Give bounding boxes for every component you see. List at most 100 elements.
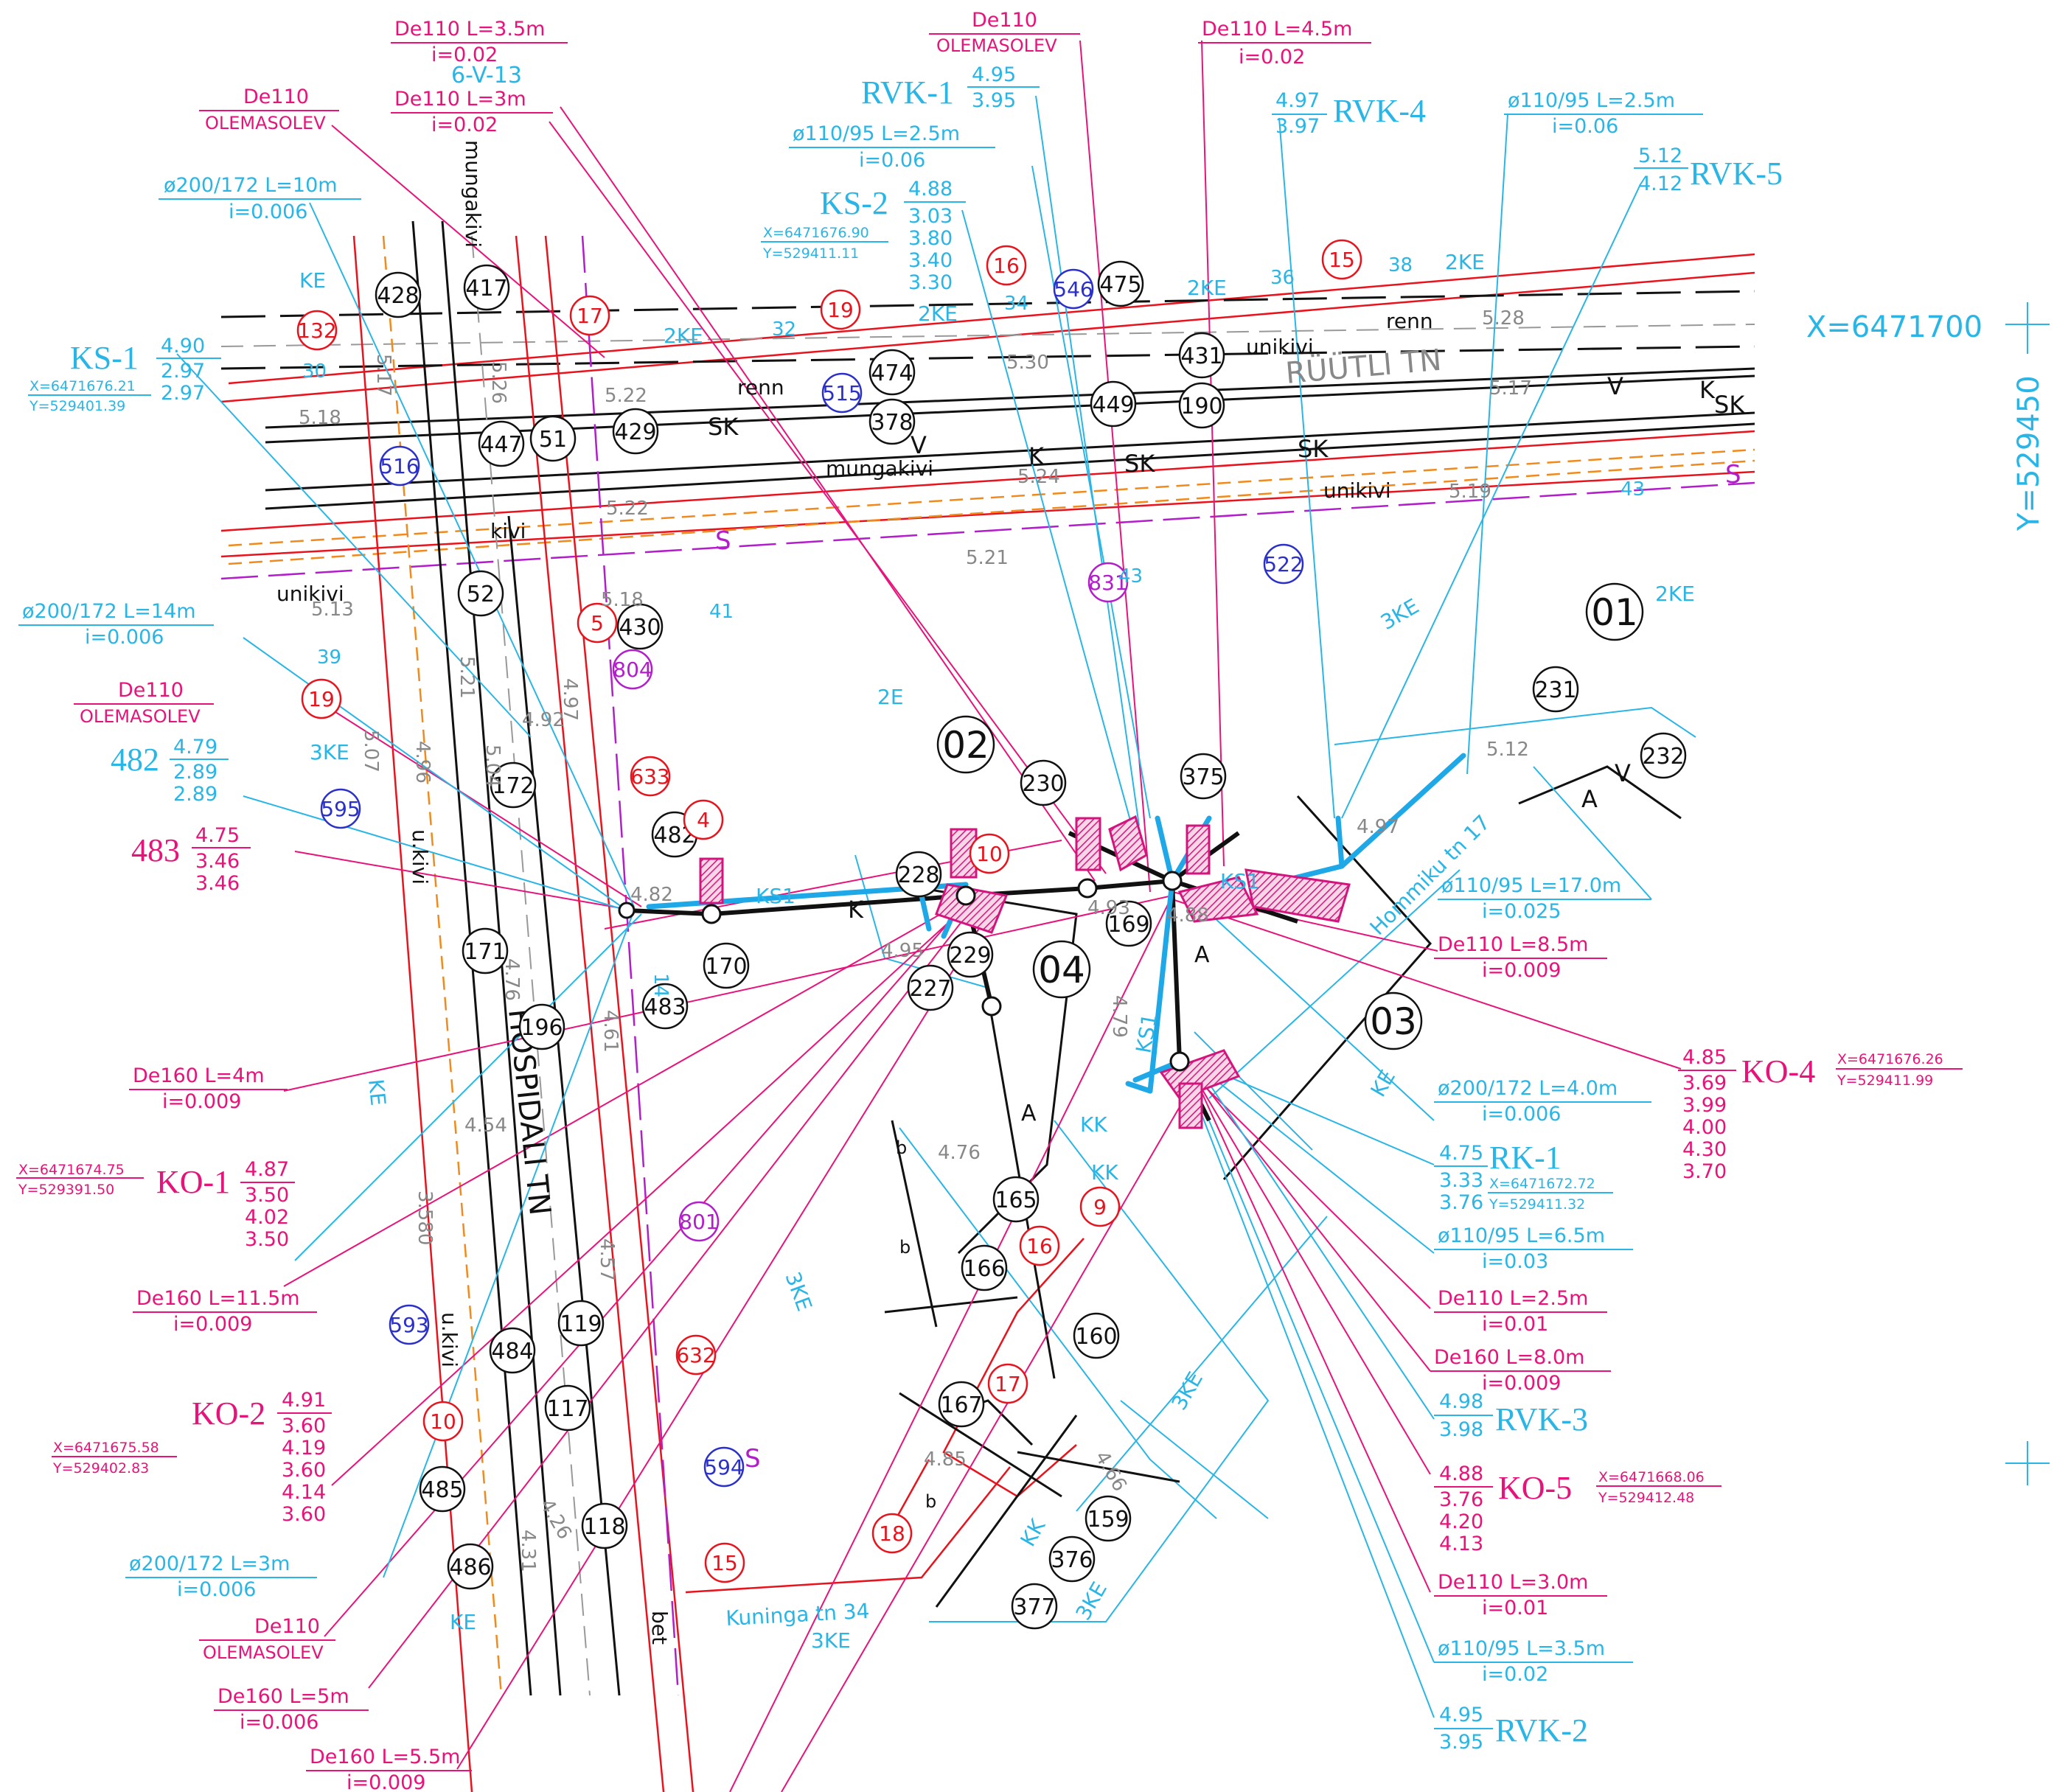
svg-text:De110: De110: [118, 679, 184, 702]
label-mungakivi: mungakivi: [826, 456, 933, 481]
station-number: 34: [1004, 293, 1028, 315]
label-renn-2: renn: [1386, 309, 1433, 333]
address-number: 232: [1642, 744, 1684, 770]
svg-text:i=0.009: i=0.009: [173, 1313, 252, 1336]
address-circle: [1011, 1583, 1058, 1630]
red-number: 15: [1329, 248, 1355, 272]
well-rvk-3: 4.98 3.98 RVK-3: [1434, 1390, 1588, 1441]
red-circle: [683, 799, 724, 840]
svg-text:3.95: 3.95: [972, 89, 1016, 112]
code-2ke: 2KE: [664, 324, 703, 348]
address-circle: [1048, 1535, 1096, 1583]
address-circle: [641, 983, 689, 1030]
elevation-value: 4.76: [501, 958, 523, 1001]
svg-text:i=0.01: i=0.01: [1482, 1313, 1548, 1336]
address-circle: [1532, 666, 1579, 713]
svg-text:ø110/95 L=6.5m: ø110/95 L=6.5m: [1438, 1224, 1605, 1247]
svg-text:ø200/172 L=3m: ø200/172 L=3m: [129, 1552, 290, 1575]
callout-de110-3-5m: De110 L=3.5m i=0.02: [391, 18, 568, 66]
code-sk-4: SK: [1714, 391, 1745, 419]
well-rvk-5: 5.12 4.12 RVK-5: [1634, 144, 1783, 195]
surface-labels: renn renn unikivi unikivi unikivi mungak…: [276, 140, 1433, 1645]
svg-text:X=6471676.26: X=6471676.26: [1837, 1051, 1943, 1067]
svg-text:3.03: 3.03: [908, 205, 953, 228]
manholes: [618, 871, 1190, 1072]
address-circle: [868, 398, 916, 445]
address-circle: [463, 264, 510, 311]
svg-text:ø110/95 L=3.5m: ø110/95 L=3.5m: [1438, 1637, 1605, 1660]
elevation-value: 4.93: [1087, 897, 1130, 919]
address-number: 228: [897, 862, 939, 888]
address-number: 52: [467, 582, 495, 607]
svg-text:X=6471676.21: X=6471676.21: [29, 378, 136, 394]
elevation-value: 4.88: [1166, 904, 1209, 927]
block-02: 02: [942, 724, 989, 767]
elevation-value: 4.95: [881, 940, 924, 962]
address-number: 169: [1107, 912, 1149, 938]
svg-text:3.97: 3.97: [1275, 115, 1320, 138]
address-number: 474: [871, 360, 913, 386]
address-number: 172: [492, 773, 534, 799]
sheet-id: 6-V-13: [451, 63, 522, 88]
address-number: 119: [560, 1311, 602, 1337]
elevation-value: 5.26: [487, 361, 509, 404]
svg-text:De110 L=3m: De110 L=3m: [394, 88, 526, 111]
svg-text:i=0.006: i=0.006: [229, 201, 307, 223]
hatched-zones: [699, 815, 1351, 1129]
svg-text:i=0.006: i=0.006: [1482, 1103, 1561, 1126]
address-number: 484: [491, 1339, 533, 1364]
label-mungakivi-2: mungakivi: [461, 140, 485, 248]
code-b: b: [896, 1137, 907, 1158]
callout-de110-olemasolev-1: De110 OLEMASOLEV: [199, 86, 339, 133]
svg-text:X=6471672.72: X=6471672.72: [1489, 1176, 1595, 1192]
svg-text:2.97: 2.97: [161, 360, 205, 383]
well-ks-1: KS-1 4.90 2.97 2.97 X=6471676.21 Y=52940…: [28, 335, 221, 414]
label-kivi: kivi: [490, 519, 526, 543]
well-ko-2: KO-2 4.91 3.60 4.19 3.60 4.14 3.60 X=647…: [52, 1389, 332, 1526]
callout-de110-3m: De110 L=3m i=0.02: [391, 88, 553, 136]
code-3ke-6: 3KE: [811, 1628, 851, 1653]
red-number: 10: [976, 842, 1003, 866]
code-3ke-4: 3KE: [1166, 1367, 1208, 1414]
svg-text:4.19: 4.19: [282, 1437, 326, 1460]
callout-p110-2-5m-b: ø110/95 L=2.5m i=0.06: [1504, 89, 1703, 138]
address-circle: [375, 271, 422, 318]
svg-text:4.88: 4.88: [1439, 1462, 1483, 1485]
callout-de110-4-5m: De110 L=4.5m i=0.02: [1198, 18, 1371, 69]
svg-text:De110 L=3.0m: De110 L=3.0m: [1438, 1571, 1588, 1594]
address-circle: [1020, 759, 1067, 806]
svg-text:i=0.009: i=0.009: [162, 1090, 241, 1113]
elevation-value: 5.17: [372, 354, 394, 397]
address-circle: [1090, 380, 1137, 428]
code-b-3: b: [925, 1491, 936, 1512]
svg-text:ø110/95 L=2.5m: ø110/95 L=2.5m: [1508, 89, 1675, 112]
label-unikivi-3: unikivi: [276, 582, 344, 606]
svg-text:i=0.03: i=0.03: [1482, 1250, 1548, 1273]
elevation-value: 4.26: [535, 1496, 576, 1544]
code-2e: 2E: [877, 685, 904, 709]
callout-de110-olemasolev-2: De110 OLEMASOLEV: [929, 9, 1080, 56]
svg-text:De110: De110: [254, 1615, 320, 1638]
address-circle: [1178, 332, 1225, 379]
svg-text:4.91: 4.91: [282, 1389, 326, 1412]
red-number: 632: [676, 1343, 715, 1367]
code-k: K: [1028, 442, 1045, 470]
callout-de110-olemasolev-3: De110 OLEMASOLEV: [74, 679, 214, 727]
svg-text:3.60: 3.60: [282, 1459, 326, 1482]
svg-text:4.14: 4.14: [282, 1481, 326, 1504]
red-number: 633: [630, 764, 669, 789]
code-sk: SK: [708, 413, 739, 441]
svg-text:4.20: 4.20: [1439, 1510, 1483, 1533]
address-number: 431: [1180, 344, 1222, 369]
address-number: 429: [614, 419, 656, 445]
address-number: 449: [1092, 392, 1134, 418]
svg-text:2.89: 2.89: [173, 783, 217, 806]
svg-text:4.75: 4.75: [195, 824, 240, 847]
address-circle: [868, 349, 916, 396]
svg-text:RK-1: RK-1: [1489, 1140, 1562, 1176]
red-number: 17: [995, 1372, 1021, 1396]
address-number: 229: [949, 943, 991, 969]
blue-circle: [320, 788, 361, 829]
well-483: 483 4.75 3.46 3.46: [131, 824, 251, 895]
